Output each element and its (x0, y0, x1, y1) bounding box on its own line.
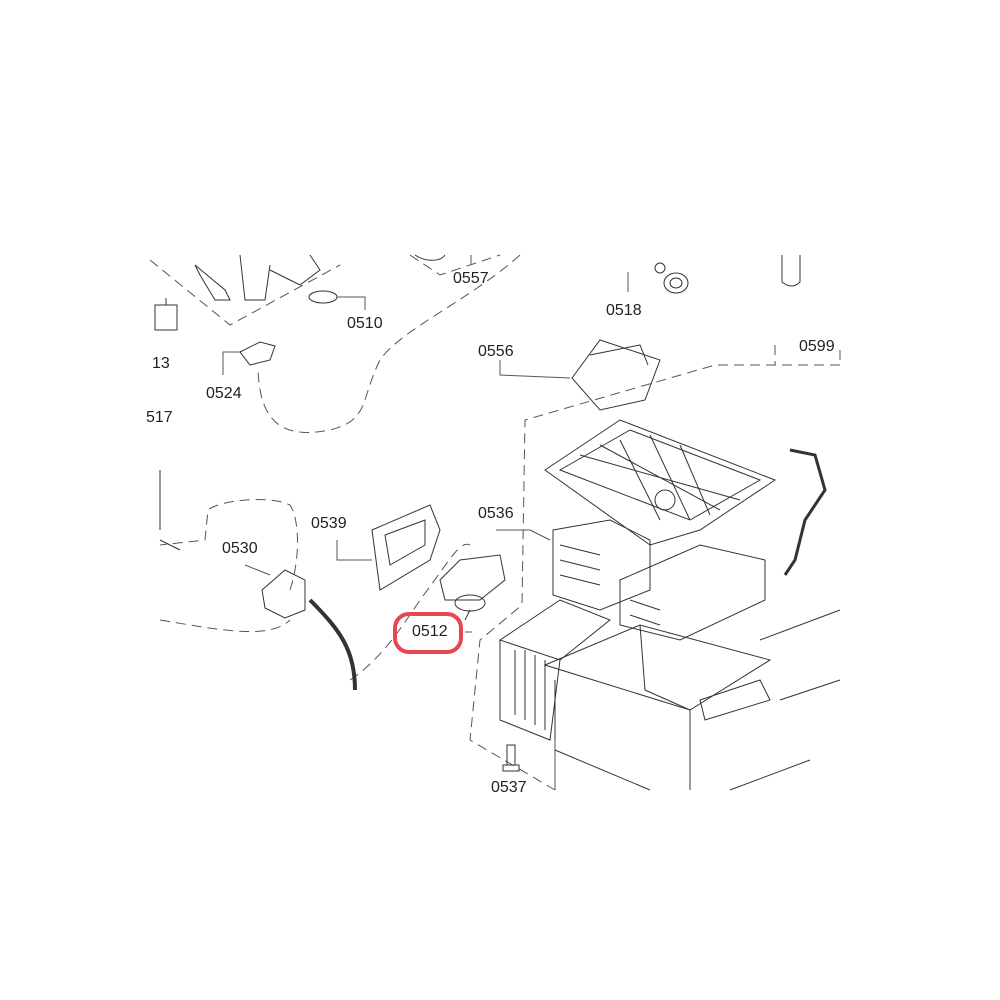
part-label-0518[interactable]: 0518 (606, 302, 642, 319)
part-label-0530[interactable]: 0530 (222, 540, 258, 557)
part-label-0539[interactable]: 0539 (311, 515, 347, 532)
top-frame-assembly (544, 419, 827, 576)
assembly-boundaries (149, 254, 840, 791)
part-label-0537[interactable]: 0537 (491, 779, 527, 796)
part-label-0536[interactable]: 0536 (478, 505, 514, 522)
ring-0510 (308, 290, 338, 304)
grommet-0518 (663, 272, 689, 294)
highlight-ring-0512 (393, 612, 463, 654)
part-label-0556[interactable]: 0556 (478, 343, 514, 360)
part-label-0512[interactable]: 0512 (412, 623, 448, 640)
part-label-0524[interactable]: 0524 (206, 385, 242, 402)
base-tub (498, 599, 841, 791)
part-label-0557[interactable]: 0557 (453, 270, 489, 287)
top-left-assembly (194, 254, 321, 301)
tube-part (781, 255, 801, 287)
screw-0537 (502, 744, 520, 772)
part-label-13[interactable]: 13 (152, 355, 170, 372)
part-label-0510[interactable]: 0510 (347, 315, 383, 332)
valve-part-13 (154, 298, 178, 331)
part-label-517[interactable]: 517 (146, 409, 173, 426)
valve-0530 (159, 470, 357, 691)
part-label-0599[interactable]: 0599 (799, 338, 835, 355)
control-module-0556 (571, 339, 661, 411)
evaporator-0536 (552, 519, 766, 641)
cover-0539 (371, 504, 441, 591)
seal-0524 (239, 341, 276, 366)
pump-0512 (439, 554, 506, 621)
